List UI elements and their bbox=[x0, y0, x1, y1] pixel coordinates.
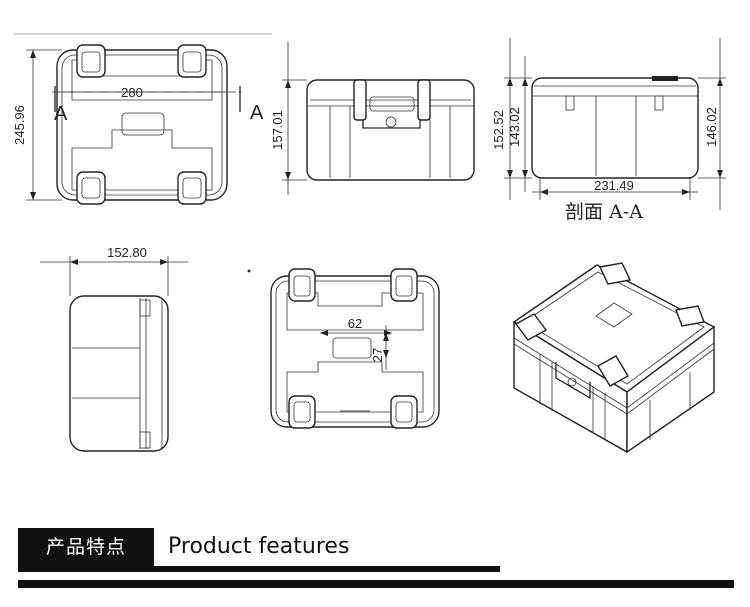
section-height-outer: 152.52 bbox=[491, 110, 506, 150]
bottom-height-dim: 27 bbox=[370, 348, 385, 362]
section-height-right: 146.02 bbox=[704, 107, 719, 147]
section-mark-right: A bbox=[250, 102, 264, 124]
isometric-view bbox=[512, 262, 716, 454]
side-width-dim: 152.80 bbox=[107, 245, 147, 260]
stray-dot bbox=[247, 269, 251, 273]
section-caption: 剖面 A-A bbox=[565, 201, 643, 223]
features-label-cn: 产品特点 bbox=[18, 528, 154, 566]
section-view bbox=[504, 38, 726, 210]
section-mark-left: A bbox=[54, 103, 68, 125]
front-view bbox=[282, 42, 475, 195]
side-view bbox=[40, 256, 188, 452]
top-view bbox=[26, 44, 243, 205]
section-width-dim: 231.49 bbox=[594, 178, 634, 193]
top-width-dim: 280 bbox=[121, 85, 143, 100]
top-height-dim: 245.96 bbox=[12, 105, 27, 145]
bottom-view bbox=[270, 268, 440, 429]
front-height-dim: 157.01 bbox=[270, 110, 285, 150]
banner-underline-short bbox=[18, 566, 500, 572]
section-height-inner: 143.02 bbox=[507, 107, 522, 147]
banner-underline-long bbox=[18, 580, 734, 588]
features-label-en: Product features bbox=[168, 534, 350, 559]
bottom-width-dim: 62 bbox=[348, 316, 362, 331]
